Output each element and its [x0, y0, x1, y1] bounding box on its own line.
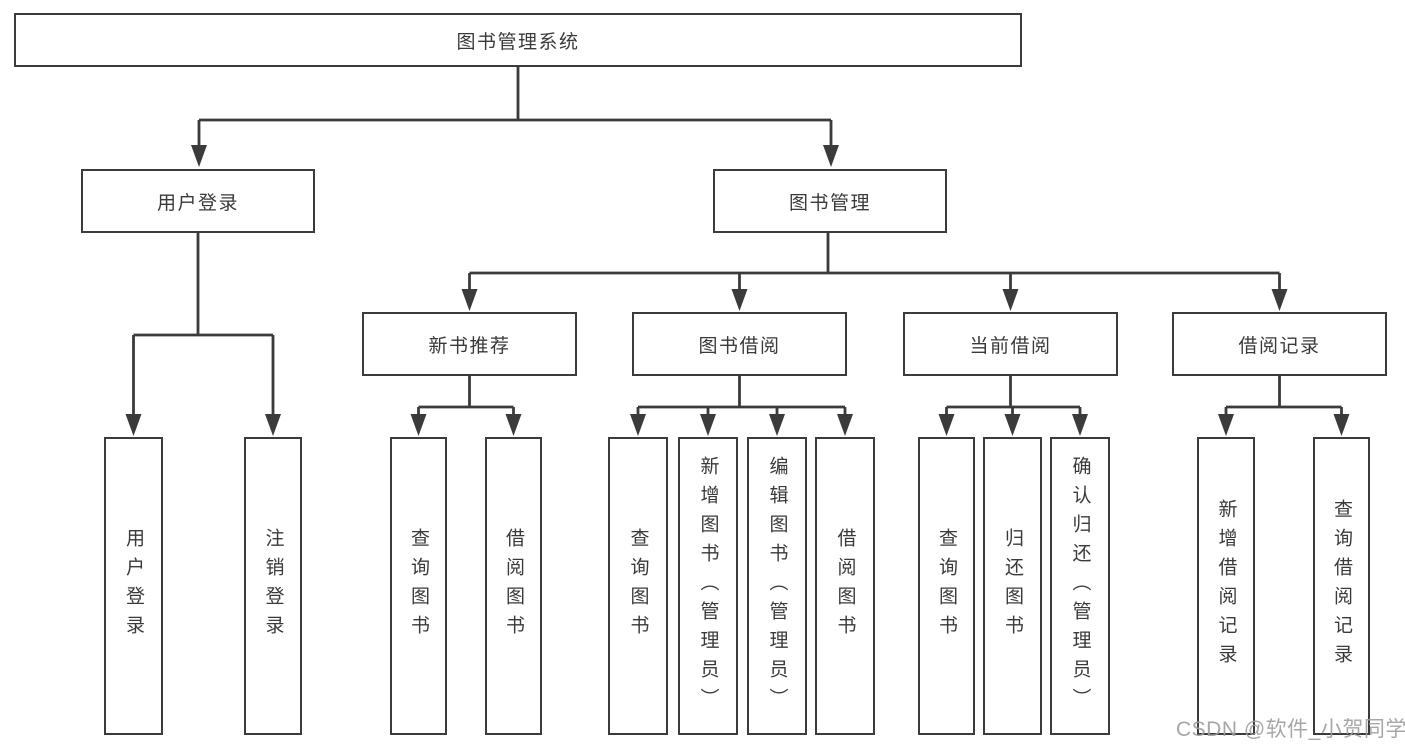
leaf-current-return-label: 归还图书 — [1002, 528, 1023, 644]
node-book-management-label: 图书管理 — [788, 192, 871, 214]
node-user-login-label: 用户登录 — [156, 192, 239, 214]
leaf-logout-label: 注销登录 — [262, 528, 284, 644]
node-user-login: 用户登录 — [81, 169, 315, 233]
leaf-borrowing-search-label: 查询图书 — [627, 528, 649, 644]
node-borrow-records: 借阅记录 — [1172, 312, 1387, 376]
leaf-borrowing-borrow: 借阅图书 — [815, 437, 875, 735]
leaf-newbooks-borrow-label: 借阅图书 — [503, 528, 524, 644]
node-new-book-recommend: 新书推荐 — [362, 312, 577, 376]
leaf-current-confirm-return-admin-label: 确认归还（管理员） — [1069, 455, 1091, 717]
node-borrow-records-label: 借阅记录 — [1238, 335, 1321, 357]
node-root-label: 图书管理系统 — [456, 31, 580, 53]
leaf-logout: 注销登录 — [244, 437, 302, 735]
node-book-borrowing-label: 图书借阅 — [698, 335, 781, 357]
leaf-newbooks-search: 查询图书 — [390, 437, 447, 735]
node-current-borrowing-label: 当前借阅 — [969, 335, 1052, 357]
leaf-records-search-label: 查询借阅记录 — [1331, 499, 1352, 673]
node-current-borrowing: 当前借阅 — [903, 312, 1118, 376]
leaf-borrowing-borrow-label: 借阅图书 — [834, 528, 856, 644]
leaf-user-login-label: 用户登录 — [123, 528, 144, 644]
leaf-user-login: 用户登录 — [104, 437, 163, 735]
leaf-borrowing-add-admin-label: 新增图书（管理员） — [697, 455, 719, 717]
leaf-borrowing-edit-admin-label: 编辑图书（管理员） — [766, 455, 788, 717]
leaf-current-search: 查询图书 — [918, 437, 975, 735]
leaf-newbooks-borrow: 借阅图书 — [485, 437, 542, 735]
leaf-newbooks-search-label: 查询图书 — [408, 528, 429, 644]
leaf-borrowing-search: 查询图书 — [608, 437, 668, 735]
node-book-management: 图书管理 — [713, 169, 947, 233]
leaf-current-confirm-return-admin: 确认归还（管理员） — [1050, 437, 1110, 735]
node-new-book-recommend-label: 新书推荐 — [428, 335, 511, 357]
leaf-records-add-label: 新增借阅记录 — [1215, 499, 1237, 673]
leaf-current-search-label: 查询图书 — [936, 528, 957, 644]
leaf-current-return: 归还图书 — [983, 437, 1042, 735]
node-root: 图书管理系统 — [14, 13, 1022, 67]
leaf-records-search: 查询借阅记录 — [1313, 437, 1370, 735]
node-book-borrowing: 图书借阅 — [632, 312, 847, 376]
leaf-records-add: 新增借阅记录 — [1197, 437, 1255, 735]
leaf-borrowing-edit-admin: 编辑图书（管理员） — [747, 437, 807, 735]
leaf-borrowing-add-admin: 新增图书（管理员） — [678, 437, 738, 735]
csdn-watermark: CSDN @软件_小贺同学 — [1176, 718, 1405, 741]
